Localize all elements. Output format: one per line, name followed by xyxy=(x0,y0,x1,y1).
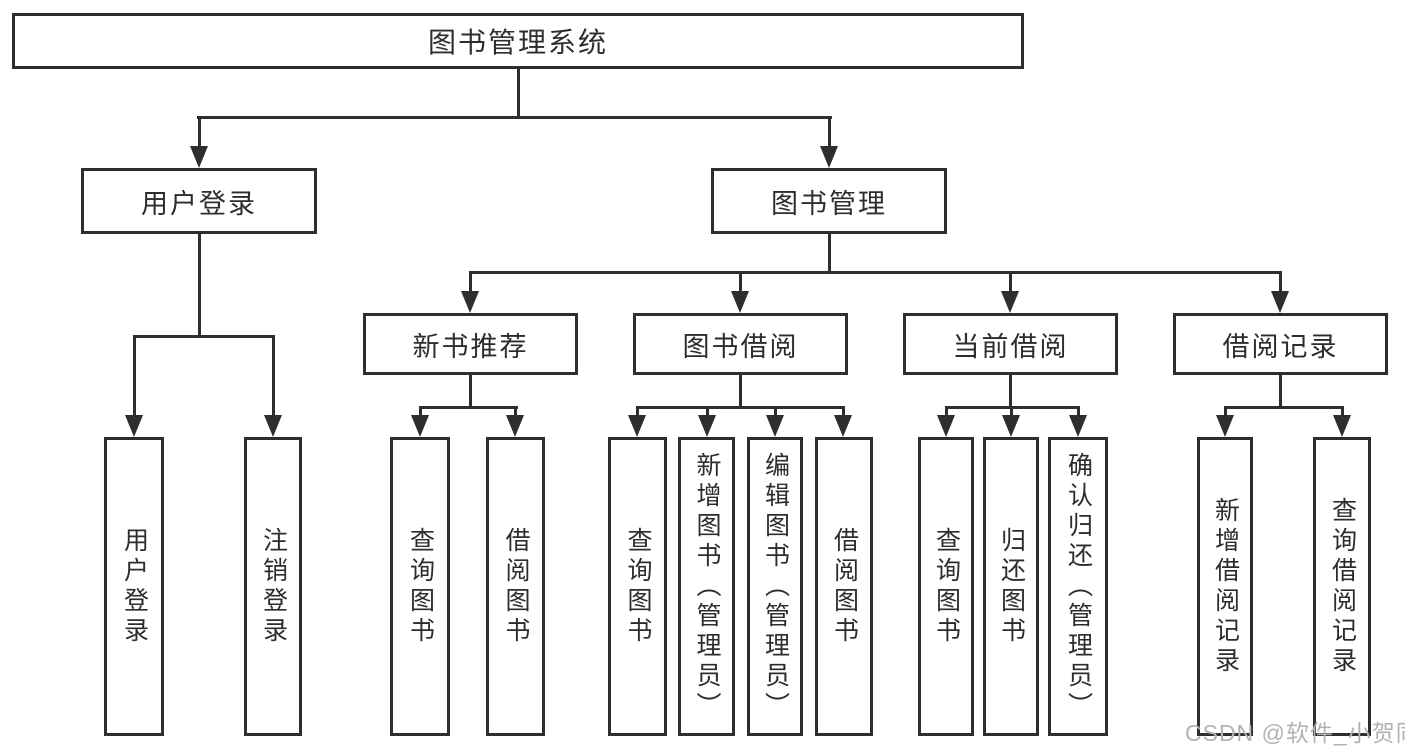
leaf-borrow-books-recommend: 借阅图书 xyxy=(486,437,545,736)
connector-line xyxy=(272,335,275,417)
arrowhead-icon xyxy=(1069,415,1087,437)
node-user-login: 用户登录 xyxy=(81,168,317,234)
connector-line xyxy=(739,375,742,409)
connector-line xyxy=(469,271,472,295)
node-label: 查询图书 xyxy=(624,526,652,647)
arrowhead-icon xyxy=(628,415,646,437)
connector-line xyxy=(469,271,1282,274)
node-book-borrow: 图书借阅 xyxy=(633,313,848,375)
arrowhead-icon xyxy=(1333,415,1351,437)
connector-line xyxy=(739,271,742,295)
connector-line xyxy=(1279,271,1282,295)
connector-line xyxy=(842,406,845,418)
leaf-add-books-admin: 新增图书（管理员） xyxy=(678,437,735,736)
node-label: 编辑图书（管理员） xyxy=(761,451,790,722)
node-label: 借阅图书 xyxy=(830,526,859,647)
connector-line xyxy=(774,406,777,418)
node-label: 注销登录 xyxy=(259,526,288,647)
node-label: 用户登录 xyxy=(141,188,257,219)
connector-line xyxy=(1341,406,1344,418)
connector-line xyxy=(1009,271,1012,295)
leaf-query-borrow-record: 查询借阅记录 xyxy=(1313,437,1371,736)
node-label: 用户登录 xyxy=(120,526,149,647)
node-current-borrow: 当前借阅 xyxy=(903,313,1118,375)
leaf-user-login: 用户登录 xyxy=(104,437,164,736)
node-label: 新增图书（管理员） xyxy=(693,451,721,722)
arrowhead-icon xyxy=(461,291,479,313)
node-label: 查询图书 xyxy=(406,526,435,647)
leaf-query-books-recommend: 查询图书 xyxy=(390,437,450,736)
connector-line xyxy=(133,335,136,417)
arrowhead-icon xyxy=(820,146,838,168)
node-label: 归还图书 xyxy=(997,526,1026,647)
leaf-edit-books-admin: 编辑图书（管理员） xyxy=(747,437,803,736)
connector-line xyxy=(945,406,948,418)
connector-line xyxy=(469,375,472,409)
connector-line xyxy=(419,406,422,418)
arrowhead-icon xyxy=(937,415,955,437)
node-label: 新书推荐 xyxy=(412,331,529,362)
connector-line xyxy=(1279,375,1282,409)
connector-line xyxy=(133,335,275,338)
node-label: 确认归还（管理员） xyxy=(1064,451,1093,722)
connector-line xyxy=(706,406,709,418)
connector-line xyxy=(198,116,201,148)
connector-line xyxy=(1224,406,1344,409)
connector-line xyxy=(1009,375,1012,409)
csdn-watermark: CSDN @软件_小贺同学 xyxy=(1185,720,1405,746)
node-label: 借阅记录 xyxy=(1222,331,1339,362)
leaf-borrow-books: 借阅图书 xyxy=(815,437,873,736)
node-borrow-records: 借阅记录 xyxy=(1173,313,1388,375)
connector-line xyxy=(828,116,831,148)
leaf-query-books-borrow: 查询图书 xyxy=(608,437,667,736)
arrowhead-icon xyxy=(125,415,143,437)
node-label: 借阅图书 xyxy=(502,526,530,647)
arrowhead-icon xyxy=(411,415,429,437)
node-new-book-recommend: 新书推荐 xyxy=(363,313,578,375)
connector-line xyxy=(517,69,520,118)
arrowhead-icon xyxy=(834,415,852,437)
connector-line xyxy=(419,406,518,409)
connector-line xyxy=(198,234,201,338)
leaf-add-borrow-record: 新增借阅记录 xyxy=(1197,437,1253,736)
node-label: 图书管理 xyxy=(771,188,887,219)
node-label: 查询借阅记录 xyxy=(1328,496,1357,677)
arrowhead-icon xyxy=(1002,415,1020,437)
node-root-library-system: 图书管理系统 xyxy=(12,13,1024,69)
leaf-logout: 注销登录 xyxy=(244,437,302,736)
node-label: 图书借阅 xyxy=(682,331,799,362)
arrowhead-icon xyxy=(190,146,208,168)
node-label: 图书管理系统 xyxy=(427,27,608,58)
arrowhead-icon xyxy=(1216,415,1234,437)
leaf-return-books: 归还图书 xyxy=(983,437,1039,736)
connector-line xyxy=(828,234,831,274)
leaf-confirm-return-admin: 确认归还（管理员） xyxy=(1048,437,1108,736)
connector-line xyxy=(636,406,639,418)
connector-line xyxy=(1077,406,1080,418)
arrowhead-icon xyxy=(766,415,784,437)
leaf-query-books-current: 查询图书 xyxy=(918,437,974,736)
arrowhead-icon xyxy=(264,415,282,437)
node-label: 查询图书 xyxy=(932,526,961,647)
connector-line xyxy=(1224,406,1227,418)
connector-line xyxy=(1010,406,1013,418)
node-book-management: 图书管理 xyxy=(711,168,947,234)
connector-line xyxy=(197,116,832,119)
arrowhead-icon xyxy=(506,415,524,437)
arrowhead-icon xyxy=(1001,291,1019,313)
connector-line xyxy=(636,406,845,409)
arrowhead-icon xyxy=(698,415,716,437)
connector-line xyxy=(514,406,517,418)
node-label: 新增借阅记录 xyxy=(1211,496,1240,677)
node-label: 当前借阅 xyxy=(952,331,1069,362)
arrowhead-icon xyxy=(731,291,749,313)
arrowhead-icon xyxy=(1271,291,1289,313)
